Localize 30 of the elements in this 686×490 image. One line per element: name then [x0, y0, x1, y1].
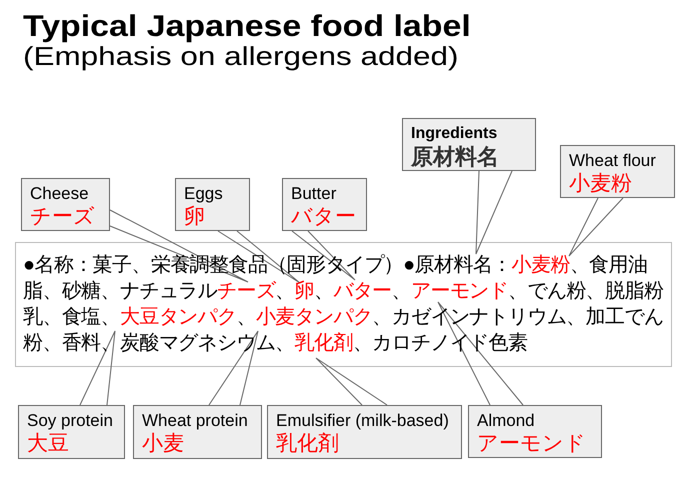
japanese-term: アーモンド [477, 431, 586, 456]
title: Typical Japanese food label [23, 10, 471, 44]
callout-box [468, 405, 602, 458]
japanese-term: バター [291, 204, 356, 229]
japanese-term: 卵 [184, 204, 205, 229]
callout-caption: Ingredients [411, 124, 498, 144]
japanese-term: 小麦 [142, 431, 184, 456]
callout-box [267, 405, 462, 459]
callout-box [175, 178, 250, 231]
japanese-term: 乳化剤 [276, 431, 339, 456]
callout-caption: Wheat protein [142, 410, 248, 431]
callout-box [21, 178, 110, 231]
callout-box [560, 145, 675, 198]
japanese-term: 小麦粉 [569, 171, 632, 196]
callout-caption: Almond [477, 410, 535, 431]
japanese-term: チーズ [30, 204, 95, 229]
callout-caption: Emulsifier (milk-based) [276, 410, 449, 431]
callout-box [133, 405, 262, 459]
callout-caption: Soy protein [27, 410, 113, 431]
callout-box [402, 118, 536, 171]
callout-caption: Cheese [30, 183, 89, 204]
callout-caption: Butter [291, 183, 336, 204]
callout-box [18, 405, 125, 459]
food-label-box [15, 242, 672, 367]
callout-caption: Wheat flour [569, 150, 656, 171]
japanese-term: 大豆 [27, 431, 69, 456]
japanese-term: 原材料名 [411, 144, 499, 169]
subtitle: (Emphasis on allergens added) [23, 41, 458, 71]
callout-box [282, 178, 367, 231]
callout-caption: Eggs [184, 183, 223, 204]
